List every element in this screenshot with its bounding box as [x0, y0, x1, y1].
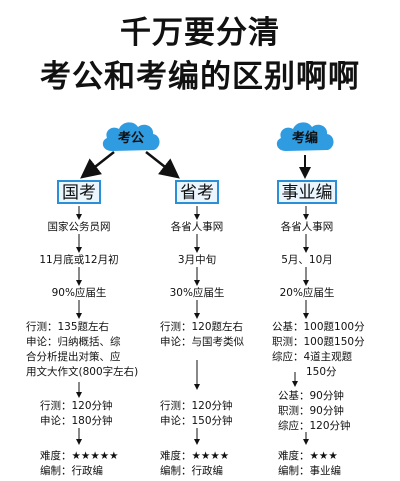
title-line-2: 考公和考编的区别啊啊 [40, 59, 360, 95]
shengkao-exam-line: 行测：120题左右 [160, 321, 244, 333]
shiyebian-duration-line: 职测：90分钟 [278, 405, 344, 417]
shengkao-exam-line: 申论：与国考类似 [160, 336, 244, 348]
guokao-site: 国家公务员网 [47, 221, 111, 233]
kaogong-cloud: 考公 [98, 117, 164, 155]
shiyebian-time: 5月、10月 [281, 254, 333, 266]
shiyebian-exam-line: 综应：4道主观题 [272, 351, 353, 363]
kaogong-label: 考公 [117, 131, 144, 146]
shengkao-ratio: 30%应届生 [169, 287, 225, 299]
shengkao-box: 省考 [175, 180, 219, 204]
shiyebian-difficulty: 难度：★★★ [278, 450, 338, 462]
shiyebian-duration-line: 公基：90分钟 [278, 390, 344, 402]
shiyebian-ratio: 20%应届生 [279, 287, 335, 299]
shiyebian-site: 各省人事网 [280, 221, 334, 233]
shiyebian-exam-line: 职测：100题150分 [272, 336, 365, 348]
shiyebian-staff: 编制：事业编 [278, 465, 341, 477]
guokao-time: 11月底或12月初 [39, 254, 119, 266]
shengkao-time: 3月中旬 [177, 254, 217, 266]
guokao-exam-line: 合分析提出对策、应 [26, 351, 121, 363]
shengkao-site: 各省人事网 [170, 221, 224, 233]
shiyebian-box: 事业编 [277, 180, 337, 204]
guokao-exam-line: 用文大作文(800字左右) [26, 366, 139, 378]
shengkao-difficulty: 难度：★★★★ [160, 450, 230, 462]
shiyebian-exam-line: 150分 [306, 366, 337, 378]
guokao-ratio: 90%应届生 [51, 287, 107, 299]
cloud-icon [276, 122, 334, 151]
guokao-exam-line: 申论：归纳概括、综 [26, 336, 121, 348]
arrow [80, 151, 115, 179]
guokao-staff: 编制：行政编 [40, 465, 103, 477]
guokao-duration-line: 行测：120分钟 [40, 400, 113, 412]
cloud-icon [102, 122, 160, 151]
kaobian-label: 考编 [291, 131, 318, 146]
guokao-duration-line: 申论：180分钟 [40, 415, 113, 427]
shiyebian-duration-line: 综应：120分钟 [278, 420, 351, 432]
guokao-box: 国考 [57, 180, 101, 204]
shengkao-duration-line: 行测：120分钟 [160, 400, 233, 412]
guokao-difficulty: 难度：★★★★★ [40, 450, 119, 462]
shiyebian-exam-line: 公基：100题100分 [272, 321, 365, 333]
shengkao-duration-line: 申论：150分钟 [160, 415, 233, 427]
shengkao-staff: 编制：行政编 [160, 465, 223, 477]
guokao-exam-line: 行测：135题左右 [26, 321, 110, 333]
arrow [145, 151, 180, 179]
kaobian-cloud: 考编 [272, 117, 338, 155]
title-line-1: 千万要分清 [120, 15, 280, 51]
